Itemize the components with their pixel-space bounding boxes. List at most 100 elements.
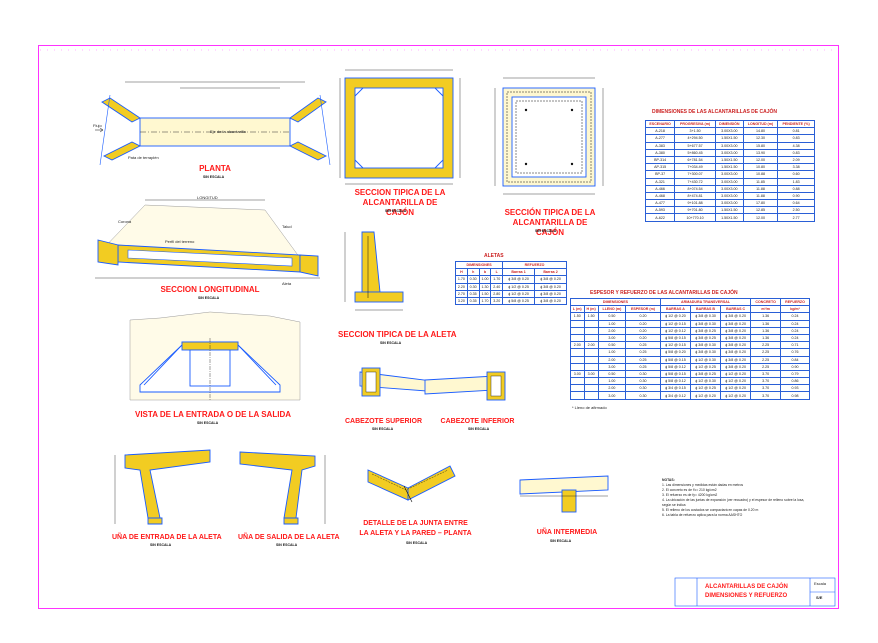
- table-cell: A-380: [644, 148, 676, 157]
- planta-right-wing-top: [289, 97, 327, 123]
- table-cell: 1.70: [455, 275, 468, 284]
- table-cell: 6+781.54: [674, 155, 716, 165]
- table-cell: ϕ 1/2 @ 0.15: [659, 341, 691, 350]
- table-cell: 1.00: [597, 377, 627, 386]
- table-cell: 0.20: [625, 312, 661, 321]
- table-cell: [583, 384, 599, 393]
- table-cell: [583, 348, 599, 357]
- table-cell: 0.60: [777, 170, 815, 179]
- cabezote-superior-scale: SIN ESCALA: [372, 427, 394, 431]
- table-cell: 1.50X1.50: [714, 213, 744, 222]
- table-cell: 11.85: [742, 177, 779, 186]
- table-cell: 8+474.81: [674, 191, 716, 201]
- table-cell: 1.50X1.50: [714, 134, 744, 143]
- vista-entrada-scale: SIN ESCALA: [197, 421, 219, 425]
- una-salida-view: [239, 451, 326, 525]
- table-cell: DIMENSIONES: [454, 260, 504, 270]
- table-cell: BARRAS B: [689, 305, 722, 314]
- table-cell: 2.70: [455, 289, 468, 298]
- table-cell: 0.30: [625, 377, 661, 386]
- table-cell: [583, 326, 599, 335]
- table-cell: 3.00X3.00: [714, 141, 744, 150]
- table-cell: 11.88: [742, 191, 779, 201]
- table-cell: ϕ 3/8 @ 0.20: [720, 312, 752, 321]
- table-cell: A-622: [644, 213, 676, 222]
- title-block-sheet-value: S/E: [816, 595, 823, 600]
- table-cell: Barras 2: [534, 268, 567, 277]
- table-cell: ϕ 3/8 @ 0.30: [689, 312, 722, 321]
- table-cell: 0.50: [597, 312, 627, 321]
- planta-left-wing-top: [101, 97, 141, 123]
- table-cell: 9+701.80: [674, 206, 716, 215]
- table-cell: PROGRESIVA (m): [674, 119, 716, 129]
- table-cell: 0.35: [466, 289, 480, 298]
- note-item: 1. Las dimensiones y medidas están dadas…: [662, 483, 744, 487]
- table-cell: [570, 362, 585, 371]
- table-cell: ϕ 3/8 @ 0.20: [720, 355, 752, 364]
- title-block-subtitle: DIMENSIONES Y REFUERZO: [705, 593, 788, 599]
- table-cell: 1.50X1.50: [714, 155, 744, 165]
- table-cell: ϕ 3/4 @ 0.15: [659, 384, 691, 393]
- table-cell: 0.50: [597, 341, 627, 350]
- seccion-tipica-scale: SIN ESCALA: [385, 209, 407, 213]
- table-cell: 1.50X1.50: [714, 163, 744, 172]
- table-cell: ϕ 1/2 @ 0.20: [720, 384, 752, 393]
- table-cell: 2.00: [583, 341, 599, 350]
- table-cell: A-321: [644, 177, 676, 186]
- table-cell: 3+1.50: [674, 127, 716, 136]
- table-cell: 2.00: [597, 355, 627, 364]
- table-cell: 3.00X3.00: [714, 177, 744, 186]
- table-cell: 1.30: [478, 282, 492, 291]
- aleta-wall: [361, 231, 381, 293]
- table-cell: ESPESOR (m): [625, 305, 661, 314]
- notes-block: NOTAS: 1. Las dimensiones y medidas está…: [662, 478, 812, 518]
- table-cell: 12.85: [742, 206, 779, 215]
- table-cell: 9+101.88: [674, 199, 716, 208]
- table-cell: ϕ 3/8 @ 0.30: [689, 348, 722, 357]
- table-cell: 0.24: [780, 312, 810, 321]
- table-cell: 0.88: [777, 184, 815, 193]
- table-cell: 1.50: [570, 312, 585, 321]
- table-cell: 2.80: [490, 289, 504, 298]
- title-block-title: ALCANTARILLAS DE CAJÓN: [705, 584, 788, 590]
- table-cell: 12.30: [742, 134, 779, 143]
- title-block-frame: [674, 577, 836, 607]
- table-cell: BARRAS A: [659, 305, 691, 314]
- cabezote-inferior-title: CABEZOTE INFERIOR: [440, 418, 515, 425]
- table-cell: 3.70: [750, 391, 782, 400]
- table-cell: 0.76: [780, 348, 810, 357]
- title-block-sheet-label: Escala: [814, 581, 827, 586]
- table-cell: 0.84: [780, 355, 810, 364]
- table-cell: 0.25: [625, 348, 661, 357]
- table-cell: 2.25: [750, 348, 782, 357]
- table-cell: 1.00: [597, 319, 627, 328]
- table-cell: ϕ 1/2 @ 0.20: [689, 391, 722, 400]
- table-cell: 0.30: [625, 384, 661, 393]
- table-cell: [570, 355, 585, 364]
- table-cell: 3.70: [750, 384, 782, 393]
- seccion-refuerzo-title: SECCIÓN TIPICA DE LA ALCANTARILLA DE CAJ…: [504, 208, 596, 237]
- table-cell: [570, 384, 585, 393]
- table-cell: ϕ 3/8 @ 0.20: [720, 362, 752, 371]
- table-cell: 2.40: [490, 282, 504, 291]
- table-cell: ϕ 3/8 @ 0.30: [689, 319, 722, 328]
- table-cell: 3.00: [597, 391, 627, 400]
- table-cell: LLENO (m): [597, 305, 627, 314]
- box-inner: [354, 87, 444, 169]
- label-pata: Pata de terraplén: [128, 155, 159, 160]
- table-cell: A-477: [644, 199, 676, 208]
- table-cell: 2.00: [597, 326, 627, 335]
- refuerzo-table-title: ESPESOR Y REFUERZO DE LAS ALCANTARILLAS …: [590, 290, 738, 296]
- table-cell: 0.20: [625, 333, 661, 343]
- seccion-longitudinal-view: [95, 199, 320, 279]
- table-cell: 1.83: [777, 177, 815, 186]
- detalle-junta-view: [367, 465, 456, 503]
- table-cell: 2.00: [570, 341, 585, 350]
- table-cell: ϕ 3/8 @ 0.20: [534, 282, 567, 291]
